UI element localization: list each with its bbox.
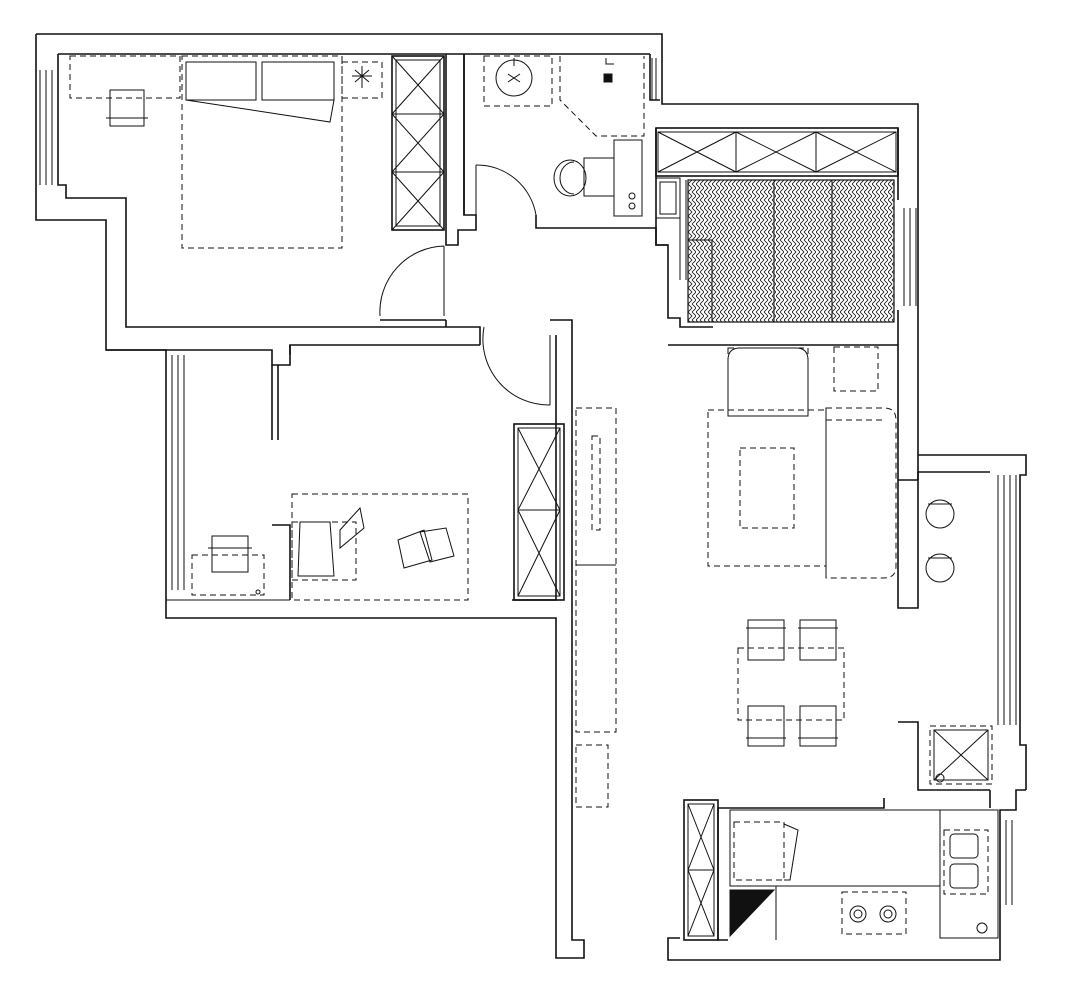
nightstand	[341, 61, 383, 99]
upper-cabinet	[655, 127, 899, 177]
master-west-window	[39, 70, 53, 185]
fan-icon	[352, 66, 372, 88]
wall-shelf	[591, 435, 601, 531]
single-bed	[291, 493, 469, 601]
master-desk	[69, 55, 181, 99]
kitchen	[683, 799, 999, 941]
west-wall-upper	[35, 34, 480, 366]
second-bedroom	[291, 423, 565, 601]
sofa	[825, 407, 897, 579]
storage-closet	[655, 127, 899, 323]
tatami-platform	[687, 179, 895, 323]
study-nook	[191, 535, 265, 596]
bar-stool-2	[925, 553, 955, 583]
master-bedroom-door-swing	[379, 245, 445, 317]
bathroom-door-swing	[475, 164, 537, 216]
fridge	[733, 821, 785, 881]
walls	[35, 33, 1027, 961]
sink-cabinet	[939, 809, 999, 939]
bar-counter	[897, 479, 919, 609]
sink-bowl-1	[949, 833, 979, 859]
entry-bench	[575, 744, 609, 808]
dining-table	[737, 647, 845, 721]
dining-chair-3	[746, 705, 786, 747]
dining-chair-1	[746, 619, 786, 661]
shower-enclosure	[559, 56, 645, 137]
burner-icon-1	[849, 905, 867, 923]
west-wall-upper-inner	[57, 54, 450, 328]
living-room	[707, 346, 955, 609]
study-desk	[191, 554, 265, 596]
study-chair	[208, 535, 252, 573]
corner-block	[729, 889, 776, 938]
double-bed	[181, 55, 343, 249]
bed-pillows	[185, 61, 335, 101]
double-sink	[943, 829, 989, 895]
shower-drain-icon	[603, 73, 613, 83]
kitchen-counter	[729, 809, 941, 887]
kitchen-tall-cabinet	[683, 799, 719, 941]
living-rug	[707, 409, 827, 567]
pillow-icon	[297, 521, 335, 577]
cushions-icon	[397, 527, 455, 569]
sink-bowl-2	[949, 863, 979, 889]
dining-chair-2	[798, 619, 838, 661]
second-bedroom-wardrobe	[513, 423, 565, 601]
master-wardrobe	[391, 55, 445, 231]
bath-basin-cabinet	[483, 55, 553, 107]
coffee-table	[739, 447, 795, 529]
corridor	[575, 407, 617, 808]
toilet-icon	[559, 157, 615, 197]
dining-chair-4	[798, 705, 838, 747]
burner-icon-2	[879, 905, 897, 923]
bar-stool-1	[925, 499, 955, 529]
armchair	[727, 347, 809, 417]
laundry	[929, 725, 993, 785]
side-table	[833, 346, 879, 392]
washing-machine	[929, 725, 993, 785]
master-desk-chair	[106, 89, 148, 127]
hall-shoe-cabinet	[575, 407, 617, 733]
storage-sliding-door	[679, 180, 687, 280]
master-bedroom-outer-wall	[36, 33, 919, 480]
throw-blanket	[339, 506, 365, 550]
dining-area	[737, 619, 845, 747]
bathroom	[483, 55, 645, 217]
cooktop	[841, 891, 907, 935]
bed-side-table	[291, 521, 357, 581]
doors	[379, 164, 687, 406]
master-bedroom	[69, 55, 445, 249]
second-bedroom-door-swing	[482, 326, 551, 406]
bed-blanket-fold	[185, 99, 335, 123]
